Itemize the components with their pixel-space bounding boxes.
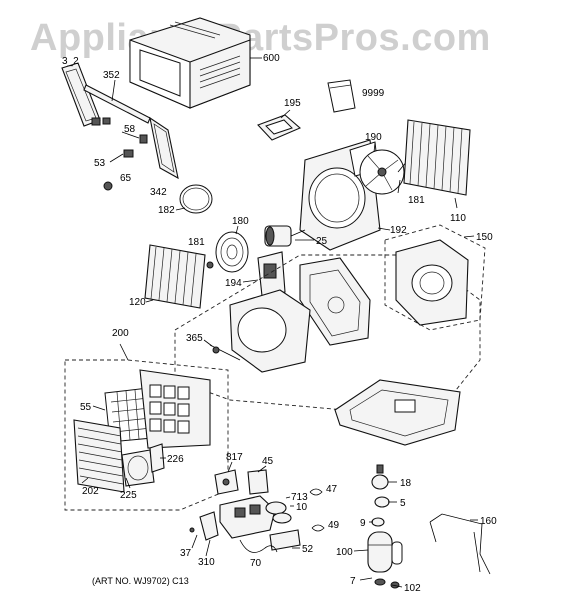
label-110: 110 (450, 213, 466, 224)
terminal-cover (269, 529, 301, 551)
blower-housing (395, 239, 469, 326)
label-70: 70 (250, 558, 262, 569)
label-18: 18 (400, 478, 412, 489)
control-box (219, 495, 276, 539)
label-192: 192 (390, 225, 407, 236)
scroll-housing (209, 289, 311, 373)
label-352: 352 (103, 70, 120, 81)
cabinet-case (129, 17, 251, 109)
front-panel-frame (139, 369, 211, 449)
label-342: 342 (150, 187, 167, 198)
compressor-overload-18 (371, 464, 389, 490)
label-226: 226 (167, 454, 184, 465)
front-grille (73, 419, 125, 493)
label-102: 102 (404, 583, 421, 594)
owners-manual (327, 79, 356, 113)
label-3_2: 3_2 (62, 56, 79, 67)
compressor-mount-102 (374, 578, 400, 589)
label-160: 160 (480, 516, 497, 527)
label-195: 195 (284, 98, 301, 109)
label-225: 225 (120, 490, 137, 501)
label-65: 65 (120, 173, 132, 184)
condenser-fan-blade (359, 149, 409, 195)
blower-wheel (215, 231, 249, 273)
compressor (367, 531, 403, 573)
label-55: 55 (80, 402, 92, 413)
capacitor (265, 501, 292, 524)
label-58: 58 (124, 124, 136, 135)
assembly-boundary-150 (384, 224, 486, 331)
part-labels: 600 3_2 352 58 53 342 65 182 195 9999 19… (62, 53, 497, 594)
label-817: 817 (226, 452, 243, 463)
watermark-text: AppliancePartsPros.com (30, 17, 491, 59)
label-310: 310 (198, 557, 215, 568)
power-cord (239, 539, 278, 553)
evaporator-coil (144, 244, 214, 309)
label-7: 7 (350, 576, 356, 587)
label-190: 190 (365, 132, 382, 143)
label-100: 100 (336, 547, 353, 558)
small-brackets (91, 117, 148, 191)
side-frame (149, 116, 179, 180)
knob-226 (149, 443, 165, 473)
rail-bar (83, 84, 151, 124)
label-600: 600 (263, 53, 280, 64)
top-bracket (257, 114, 302, 141)
label-49: 49 (328, 520, 340, 531)
compressor-terminal-9 (371, 517, 385, 527)
label-47: 47 (326, 484, 338, 495)
label-9: 9 (360, 518, 366, 529)
label-45: 45 (262, 456, 274, 467)
label-37: 37 (180, 548, 192, 559)
bracket-37 (189, 511, 219, 541)
label-365: 365 (186, 333, 203, 344)
label-200: 200 (112, 328, 129, 339)
label-9999: 9999 (362, 88, 385, 99)
motor-mount (257, 251, 286, 297)
label-181-top: 181 (408, 195, 425, 206)
label-5: 5 (400, 498, 406, 509)
refrigerant-tubing (429, 513, 491, 575)
label-150: 150 (476, 232, 493, 243)
label-53: 53 (94, 158, 106, 169)
clip-49 (311, 524, 325, 532)
gasket-ring (179, 184, 213, 214)
label-52: 52 (302, 544, 314, 555)
control-switch-817 (214, 469, 239, 495)
label-120: 120 (129, 297, 146, 308)
compressor-grommet-5 (374, 496, 390, 508)
louver-insert (121, 449, 155, 487)
label-194: 194 (225, 278, 242, 289)
base-pan (299, 257, 371, 346)
label-25: 25 (316, 236, 328, 247)
label-180: 180 (232, 216, 249, 227)
art-number-caption: (ART NO. WJ9702) C13 (92, 576, 189, 586)
label-202: 202 (82, 486, 99, 497)
label-181-left: 181 (188, 237, 205, 248)
label-10: 10 (296, 502, 308, 513)
condenser-coil (403, 119, 471, 196)
assembly-boundary-center (174, 254, 481, 411)
clip-47 (309, 488, 323, 496)
label-182: 182 (158, 205, 175, 216)
thermostat-45 (247, 469, 269, 495)
base-tray (334, 379, 461, 446)
label-713: 713 (291, 492, 308, 503)
fan-motor (264, 225, 306, 247)
